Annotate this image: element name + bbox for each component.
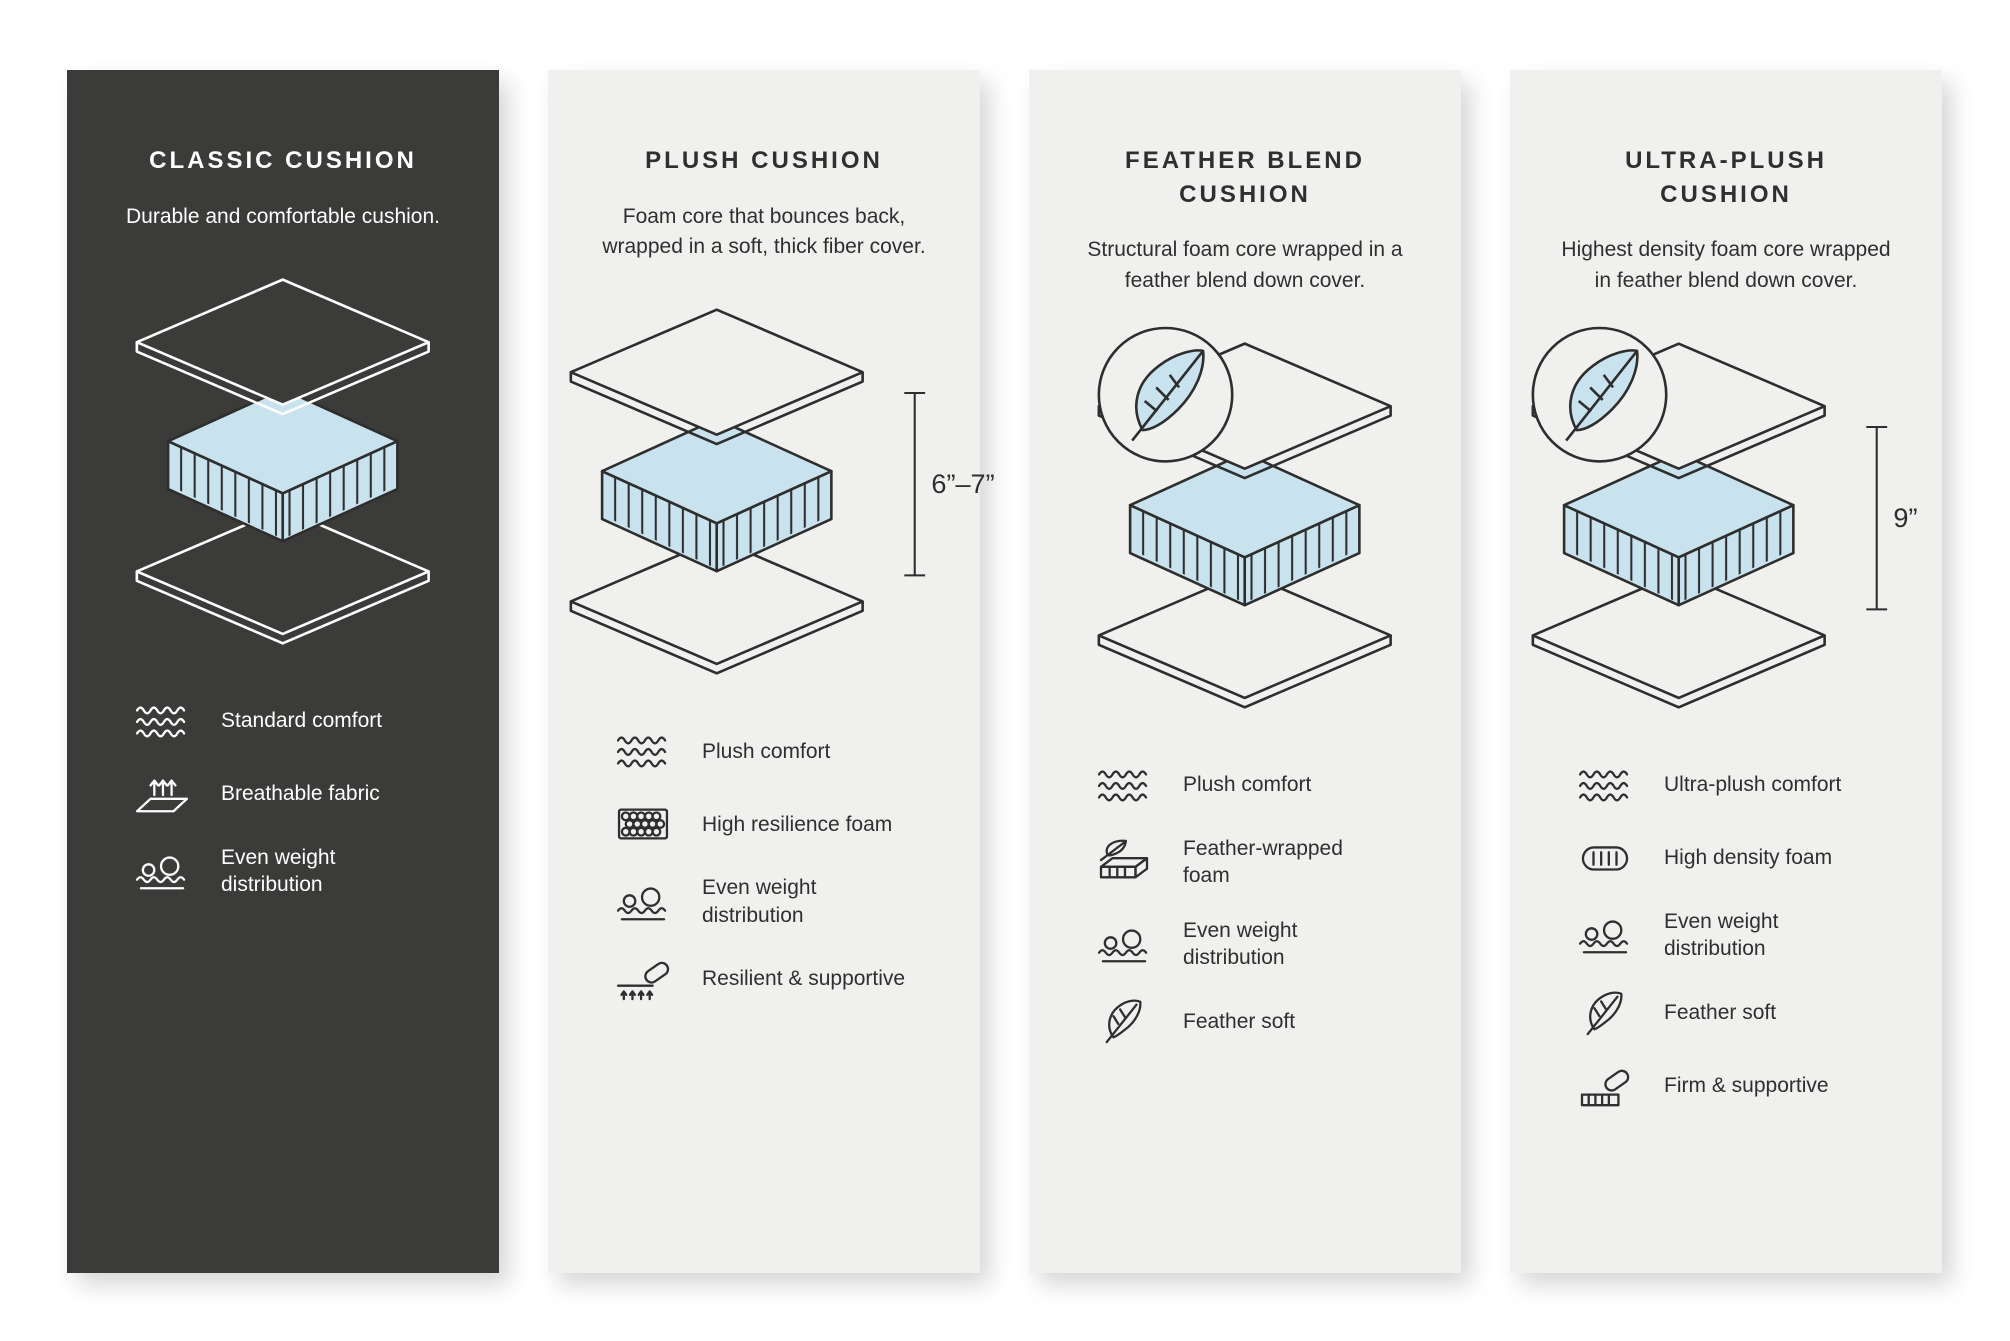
feature-label: Firm & supportive (1664, 1074, 1829, 1097)
feature-row: Ultra-plush comfort (1572, 762, 1942, 808)
weight-distribution-icon (1091, 921, 1157, 967)
feature-label: Ultra-plush comfort (1664, 773, 1842, 797)
resilient-icon (610, 956, 676, 1002)
panel-title: PLUSH CUSHION (645, 147, 883, 174)
feature-label: Standard comfort (221, 709, 383, 733)
feature-label: Resilient & supportive (702, 967, 906, 991)
feather-icon (1572, 990, 1638, 1036)
feature-row: Even weight distribution (1091, 917, 1461, 972)
feather-badge-icon (1097, 326, 1234, 463)
height-measurement: 9” (1866, 426, 1918, 611)
feather-icon (1091, 998, 1157, 1044)
cushion-diagram: 6”–7” (569, 308, 995, 676)
feature-label: Even weight distribution (702, 876, 817, 927)
panel-description: Structural foam core wrapped in a feathe… (1087, 238, 1403, 292)
panel-description: Foam core that bounces back, wrapped in … (602, 204, 926, 259)
waves-icon (1091, 762, 1157, 808)
panel-plush-cushion: PLUSH CUSHION Foam core that bounces bac… (548, 70, 995, 1273)
firm-icon (1572, 1063, 1638, 1109)
panel-feather-blend-cushion: FEATHER BLEND CUSHION Structural foam co… (1029, 70, 1461, 1273)
feature-row: Feather-wrapped foam (1091, 835, 1461, 890)
feature-label: High resilience foam (702, 812, 893, 836)
feature-row: Feather soft (1572, 990, 1942, 1036)
feature-label: Breathable fabric (221, 782, 380, 806)
feature-label: Feather soft (1183, 1009, 1296, 1033)
weight-distribution-icon (129, 848, 195, 894)
waves-icon (129, 698, 195, 744)
feature-row: High density foam (1572, 835, 1942, 881)
waves-icon (1572, 762, 1638, 808)
density-foam-icon (1572, 835, 1638, 881)
feature-row: Even weight distribution (610, 874, 980, 929)
feature-list: Ultra-plush comfort High density foam Ev… (1510, 762, 1942, 1109)
feature-row: Standard comfort (129, 698, 499, 744)
breathable-icon (129, 771, 195, 817)
feature-row: Breathable fabric (129, 771, 499, 817)
feature-row: Even weight distribution (1572, 908, 1942, 963)
cushion-diagram (135, 278, 431, 645)
panel-ultra-plush-cushion: ULTRA-PLUSH CUSHION Highest density foam… (1510, 70, 1942, 1273)
feature-label: Feather-wrapped foam (1183, 837, 1343, 888)
feature-label: Even weight distribution (221, 846, 336, 897)
feature-row: High resilience foam (610, 801, 980, 847)
feature-row: Plush comfort (1091, 762, 1461, 808)
panel-title: ULTRA-PLUSH CUSHION (1625, 147, 1827, 208)
feature-label: Plush comfort (702, 739, 831, 763)
feature-row: Feather soft (1091, 998, 1461, 1044)
panel-title: CLASSIC CUSHION (149, 147, 417, 174)
feature-row: Resilient & supportive (610, 956, 980, 1002)
panel-classic-cushion: CLASSIC CUSHION Durable and comfortable … (67, 70, 499, 1273)
weight-distribution-icon (1572, 912, 1638, 958)
panel-description: Durable and comfortable cushion. (125, 204, 440, 228)
cushion-diagram: 9” (1531, 326, 1918, 709)
height-label: 6”–7” (932, 469, 995, 500)
cushion-illustration (1029, 300, 1461, 752)
feature-label: Even weight distribution (1183, 918, 1298, 969)
feature-label: Even weight distribution (1664, 910, 1779, 961)
cushion-illustration: 6”–7” (548, 266, 995, 718)
feature-list: Plush comfort Feather-wrapped foam Even … (1029, 762, 1461, 1044)
feature-list: Plush comfort High resilience foam Even … (548, 728, 980, 1002)
cushion-illustration: 9” (1510, 300, 1942, 752)
foam-cells-icon (610, 801, 676, 847)
cushion-diagram (1097, 326, 1393, 709)
height-measurement: 6”–7” (904, 392, 995, 577)
waves-icon (610, 728, 676, 774)
height-label: 9” (1894, 502, 1918, 533)
feather-badge-icon (1531, 326, 1668, 463)
feature-row: Even weight distribution (129, 844, 499, 899)
weight-distribution-icon (610, 879, 676, 925)
panel-title: FEATHER BLEND CUSHION (1125, 147, 1365, 208)
cushion-illustration (67, 236, 499, 688)
feature-row: Plush comfort (610, 728, 980, 774)
feature-label: Feather soft (1664, 1001, 1777, 1024)
feather-foam-icon (1091, 839, 1157, 885)
feature-row: Firm & supportive (1572, 1063, 1942, 1109)
feature-list: Standard comfort Breathable fabric Even … (67, 698, 499, 899)
feature-label: High density foam (1664, 846, 1833, 870)
feature-label: Plush comfort (1183, 773, 1312, 797)
panel-description: Highest density foam core wrapped in fea… (1561, 238, 1891, 292)
